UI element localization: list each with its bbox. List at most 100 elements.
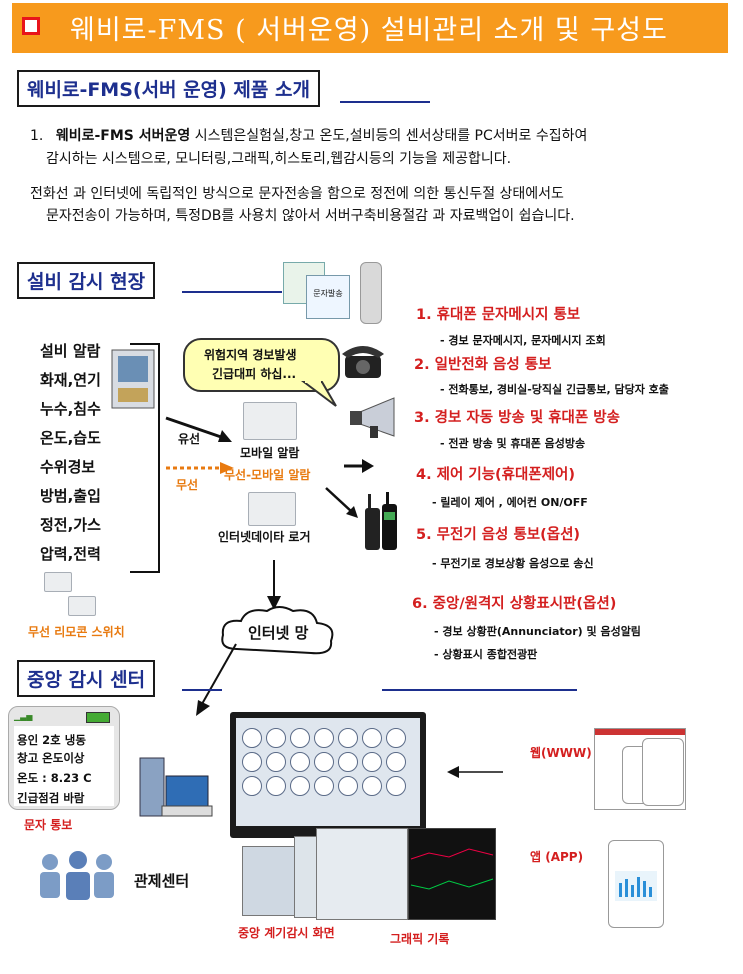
internet-logger-label: 인터넷데이타 로거 — [218, 530, 311, 544]
intro-paragraph-1: 1. 웨비로-FMS 서버운영 시스템은실험실,창고 온도,설비등의 센서상태를… — [30, 125, 735, 147]
section-header-product-intro: 웨비로-FMS(서버 운영) 제품 소개 — [17, 70, 320, 107]
feature-title-4: 4. 제어 기능(휴대폰제어) — [416, 467, 576, 483]
title-banner — [12, 3, 728, 53]
graph-caption: 그래픽 기록 — [390, 932, 450, 946]
feature-sub-1: - 경보 문자메시지, 문자메시지 조회 — [440, 334, 606, 347]
header-underline — [382, 689, 577, 691]
section-header-site: 설비 감시 현장 — [17, 262, 156, 299]
gauge-icon — [242, 752, 262, 772]
category-item: 온도,습도 — [40, 429, 101, 447]
category-item: 설비 알람 — [40, 342, 101, 360]
gauge-icon — [242, 728, 262, 748]
gauge-icon — [314, 752, 334, 772]
feature-sub-3: - 전관 방송 및 휴대폰 음성방송 — [440, 437, 586, 450]
industrial-machine-icon — [110, 348, 156, 410]
graph-screen — [408, 828, 496, 920]
gauge-icon — [386, 728, 406, 748]
battery-icon — [86, 712, 110, 723]
remote-switch-icon — [68, 596, 96, 616]
bullet-square-icon — [22, 17, 40, 35]
monitor-caption: 중앙 계기감시 화면 — [238, 926, 335, 940]
header-underline — [340, 101, 430, 103]
sms-line-4: 긴급점검 바람 — [17, 791, 85, 805]
gauge-icon — [314, 728, 334, 748]
gauge-icon — [338, 728, 358, 748]
sms-caption: 문자 통보 — [24, 818, 73, 832]
gauge-icon — [386, 752, 406, 772]
category-item: 누수,침수 — [40, 400, 101, 418]
cloud-label: 인터넷 망 — [248, 624, 309, 642]
gauge-icon — [314, 776, 334, 796]
gauge-icon — [290, 752, 310, 772]
app-phone-icon — [608, 840, 664, 928]
gauge-icon — [266, 752, 286, 772]
feature-sub-4: - 릴레이 제어 , 에어컨 ON/OFF — [432, 496, 588, 509]
central-monitor — [230, 712, 426, 838]
remote-switch-label: 무선 리모콘 스위치 — [28, 625, 125, 639]
gauge-icon — [266, 776, 286, 796]
feature-sub-6: - 경보 상황판(Annunciator) 및 음성알림 — [434, 625, 641, 638]
down-arrow-icon — [267, 560, 281, 610]
mobile-alarm-label: 모바일 알람 — [240, 446, 300, 460]
category-item: 화재,연기 — [40, 371, 101, 389]
mobile-alarm-device — [243, 402, 297, 440]
section-header-center: 중앙 감시 센터 — [17, 660, 156, 697]
gauge-icon — [290, 728, 310, 748]
feature-title-2: 2. 일반전화 음성 통보 — [414, 357, 552, 373]
gauge-icon — [386, 776, 406, 796]
intro-paragraph-2: 전화선 과 인터넷에 독립적인 방식으로 문자전송을 함으로 정전에 의한 통신… — [30, 186, 564, 202]
intro-paragraph-2-line2: 문자전송이 가능하며, 특정DB를 사용치 않아서 서버구축비용절감 과 자료백… — [46, 208, 575, 224]
page-title: 웨비로-FMS ( 서버운영) 설비관리 소개 및 구성도 — [70, 15, 668, 46]
connection-arrows — [165, 416, 234, 474]
wired-label: 유선 — [178, 432, 201, 446]
telephone-icon — [340, 336, 386, 382]
bubble-tail — [301, 380, 337, 407]
feature-sub-6b: - 상황표시 종합전광판 — [434, 648, 538, 661]
bubble-line-1: 위험지역 경보발생 — [204, 348, 297, 362]
feature-arrows — [325, 459, 374, 518]
app-label: 앱 (APP) — [530, 850, 584, 864]
sms-line-1: 용인 2호 냉동 — [17, 733, 86, 747]
header-underline — [182, 291, 282, 293]
server-computer-icon — [136, 754, 214, 820]
category-item: 방범,출입 — [40, 487, 101, 505]
para1-rest: 시스템은실험실,창고 온도,설비등의 센서상태를 PC서버로 수집하여 — [190, 128, 588, 144]
gauge-icon — [242, 776, 262, 796]
sms-screen — [14, 726, 114, 806]
feature-sub-5: - 무전기로 경보상황 음성으로 송신 — [432, 557, 594, 570]
gauge-icon — [266, 728, 286, 748]
feature-title-3: 3. 경보 자동 방송 및 휴대폰 방송 — [414, 410, 620, 426]
remote-switch-icon — [44, 572, 72, 592]
monitor-screen — [236, 718, 420, 826]
category-item: 수위경보 — [40, 458, 96, 476]
table-screen — [316, 828, 408, 920]
internet-logger-device — [248, 492, 296, 526]
graph-lines-icon — [410, 848, 494, 890]
feature-title-5: 5. 무전기 음성 통보(옵션) — [416, 527, 581, 543]
web-to-monitor-arrow — [447, 766, 503, 778]
category-item: 압력,전력 — [40, 545, 101, 563]
para1-bold: 웨비로-FMS 서버운영 — [55, 128, 191, 144]
app-chart-icon — [615, 871, 657, 901]
sms-line-2: 창고 온도이상 — [17, 751, 85, 765]
gauge-icon — [338, 776, 358, 796]
wireless-mobile-alarm-label: 무선-모바일 알람 — [224, 468, 311, 482]
header-underline — [182, 689, 222, 691]
gauge-icon — [362, 752, 382, 772]
intro-paragraph-1-line2: 감시하는 시스템으로, 모니터링,그래픽,히스토리,웹감시등의 기능을 제공합니… — [46, 151, 512, 167]
megaphone-icon — [348, 396, 406, 440]
sms-card-icon: 문자발송 — [306, 275, 350, 319]
signal-icon: ▁▃▅ — [14, 712, 33, 721]
cloud-to-server-arrow — [196, 643, 237, 716]
internet-cloud-icon — [221, 606, 334, 655]
gauge-icon — [290, 776, 310, 796]
feature-title-1: 1. 휴대폰 문자메시지 통보 — [416, 307, 581, 323]
gauge-icon — [338, 752, 358, 772]
category-item: 정전,가스 — [40, 516, 101, 534]
walkie-talkie-icon — [362, 492, 400, 554]
category-bracket — [130, 343, 160, 573]
web-page-header-bar — [595, 729, 685, 735]
gauge-icon — [362, 776, 382, 796]
feature-sub-2: - 전화통보, 경비실-당직실 긴급통보, 담당자 호출 — [440, 383, 669, 396]
web-phone-icon — [642, 738, 684, 806]
